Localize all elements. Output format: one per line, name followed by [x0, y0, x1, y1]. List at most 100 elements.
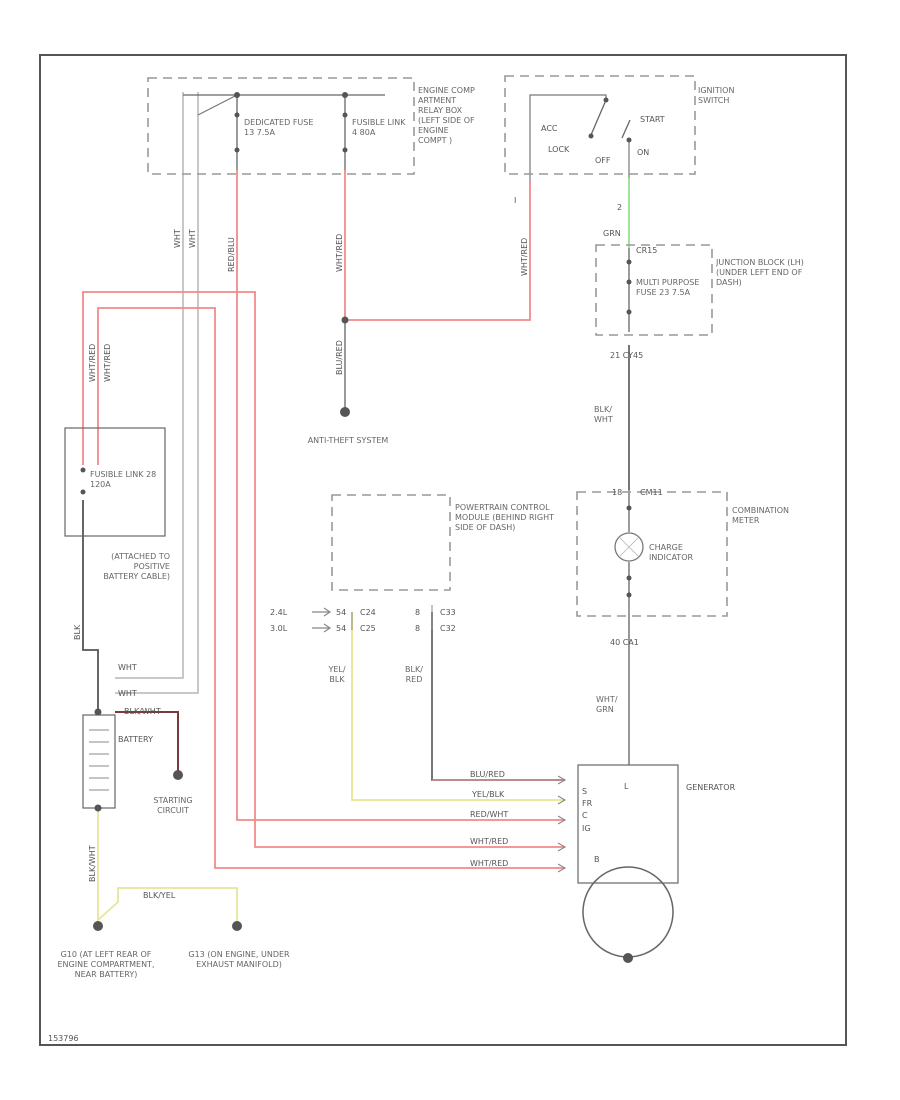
gen-pin-c: C — [582, 811, 588, 820]
wire-blu-red-v-label: BLU/RED — [335, 340, 344, 375]
pcm-conn-c24: C24 — [360, 608, 376, 617]
charge-indicator-label: CHARGE INDICATOR — [649, 543, 693, 562]
wire-yel-blk-label: YEL/ BLK — [328, 665, 345, 684]
junction-block-label: JUNCTION BLOCK (LH) (UNDER LEFT END OF D… — [716, 258, 804, 287]
g13-label: G13 (ON ENGINE, UNDER EXHAUST MANIFOLD) — [188, 950, 289, 969]
wire-b-blk-label: BLK — [73, 624, 82, 640]
battery-label: BATTERY — [118, 735, 153, 744]
combination-meter-box — [576, 491, 728, 617]
gen-pin-ig: IG — [582, 824, 591, 833]
wire-wht-red-l2-label: WHT/RED — [103, 344, 112, 382]
connector-i: I — [514, 196, 516, 205]
arrow-30l — [312, 623, 332, 633]
pcm-label: POWERTRAIN CONTROL MODULE (BEHIND RIGHT … — [455, 503, 554, 532]
wire-wht-a-label: WHT — [173, 229, 182, 248]
gen-pin-b: B — [594, 855, 600, 864]
wire-blk-yel-label: BLK/YEL — [143, 891, 176, 900]
engine-relay-box-label: ENGINE COMP ARTMENT RELAY BOX (LEFT SIDE… — [418, 86, 475, 145]
gen-pin-arrows — [557, 775, 567, 873]
wire-blk-yel-ground — [97, 887, 238, 925]
ignition-switch-box — [504, 75, 696, 175]
wire-wht-red-ig-label: WHT/RED — [520, 238, 529, 276]
pcm-conn-c25: C25 — [360, 624, 376, 633]
fusible-link-28-box — [64, 427, 166, 537]
wire-wht-grn-label: WHT/ GRN — [596, 695, 618, 714]
lamp-filament — [618, 536, 640, 558]
gen-pin-s: S — [582, 787, 587, 796]
wire-wht-red-l1-label: WHT/RED — [88, 344, 97, 382]
pcm-box — [331, 494, 451, 591]
engine-relay-box — [147, 77, 415, 175]
wire-red-blu — [236, 170, 565, 821]
dedicated-fuse-label: DEDICATED FUSE 13 7.5A — [244, 118, 313, 137]
multi-purpose-fuse-label: MULTI PURPOSE FUSE 23 7.5A — [636, 278, 699, 297]
footer-code: 153796 — [48, 1034, 79, 1043]
combination-meter-label: COMBINATION METER — [732, 506, 789, 525]
wire-wht-red-1 — [82, 291, 565, 848]
wire-wht-red-2 — [97, 307, 565, 869]
pcm-conn-c32: C32 — [440, 624, 456, 633]
gen-pin-l: L — [624, 782, 629, 791]
wire-blk-wht-2-label: BLK/ WHT — [594, 405, 613, 424]
charge-indicator-lamp — [614, 532, 644, 562]
switch-acc: ACC — [541, 124, 558, 133]
relay-link — [197, 94, 238, 116]
engine-24l: 2.4L — [270, 608, 288, 617]
arrow-24l — [312, 607, 332, 617]
wire-red-wht-h-label: RED/WHT — [470, 810, 508, 819]
gen-pin-fr: FR — [582, 799, 593, 808]
battery-symbol — [82, 714, 116, 809]
battery-cells — [89, 729, 109, 791]
wire-red-blu-label: RED/BLU — [227, 237, 236, 272]
wire-blk-red-label: BLK/ RED — [405, 665, 423, 684]
wire-wht-b-label: WHT — [188, 229, 197, 248]
switch-start: START — [640, 115, 665, 124]
wire-wht-a — [115, 92, 184, 679]
wire-blk-wht-ground-label: BLK/WHT — [88, 845, 97, 882]
connector-2: 2 — [617, 203, 622, 212]
connector-18: 18 — [612, 488, 622, 497]
generator-symbol — [582, 866, 674, 958]
connector-cr15: CR15 — [636, 246, 657, 255]
pcm-pin-54b: 54 — [336, 624, 346, 633]
ignition-switch-label: IGNITION SWITCH — [698, 86, 734, 105]
switch-off: OFF — [595, 156, 611, 165]
pcm-pin-54: 54 — [336, 608, 346, 617]
switch-lock: LOCK — [548, 145, 570, 154]
wire-wht-1-label: WHT — [118, 663, 137, 672]
nodes — [80, 92, 633, 963]
generator-label: GENERATOR — [686, 783, 736, 792]
wire-blk-wht-batt-label: BLK/WHT — [124, 707, 161, 716]
wire-wht-red-h1-label: WHT/RED — [470, 837, 508, 846]
wire-wht-2-label: WHT — [118, 689, 137, 698]
generator-box — [577, 764, 679, 884]
wire-blk-red — [431, 612, 565, 781]
wire-b-blk — [82, 500, 99, 715]
pcm-conn-c33: C33 — [440, 608, 456, 617]
fusible-link-28-label: FUSIBLE LINK 28 120A — [90, 470, 156, 489]
wire-wht-red-h2-label: WHT/RED — [470, 859, 508, 868]
starting-circuit-label: STARTING CIRCUIT — [153, 796, 192, 815]
ig-switch-blade-1 — [590, 99, 607, 136]
connector-cm11: CM11 — [640, 488, 663, 497]
pcm-pin-8b: 8 — [415, 624, 420, 633]
junction-block-box — [595, 244, 713, 336]
diagram-frame — [39, 54, 847, 1046]
anti-theft-label: ANTI-THEFT SYSTEM — [308, 436, 389, 445]
wire-yel-blk — [351, 612, 565, 801]
wire-blu-red-h-label: BLU/RED — [470, 770, 505, 779]
ig-switch-wire — [529, 94, 607, 182]
wire-wht-red-ignition — [344, 170, 531, 321]
pcm-pin-8: 8 — [415, 608, 420, 617]
g10-label: G10 (AT LEFT REAR OF ENGINE COMPARTMENT,… — [58, 950, 155, 979]
connector-40-ca1: 40 CA1 — [610, 638, 639, 647]
switch-on: ON — [637, 148, 649, 157]
connector-21-cy45: 21 CY45 — [610, 351, 643, 360]
wire-wht-red-v-label: WHT/RED — [335, 234, 344, 272]
fusible-link-4-label: FUSIBLE LINK 4 80A — [352, 118, 405, 137]
wire-yel-blk-h-label: YEL/BLK — [471, 790, 505, 799]
attached-note-label: (ATTACHED TO POSITIVE BATTERY CABLE) — [103, 552, 170, 581]
ig-switch-blade-2 — [621, 119, 631, 139]
wire-grn-label: GRN — [603, 229, 621, 238]
